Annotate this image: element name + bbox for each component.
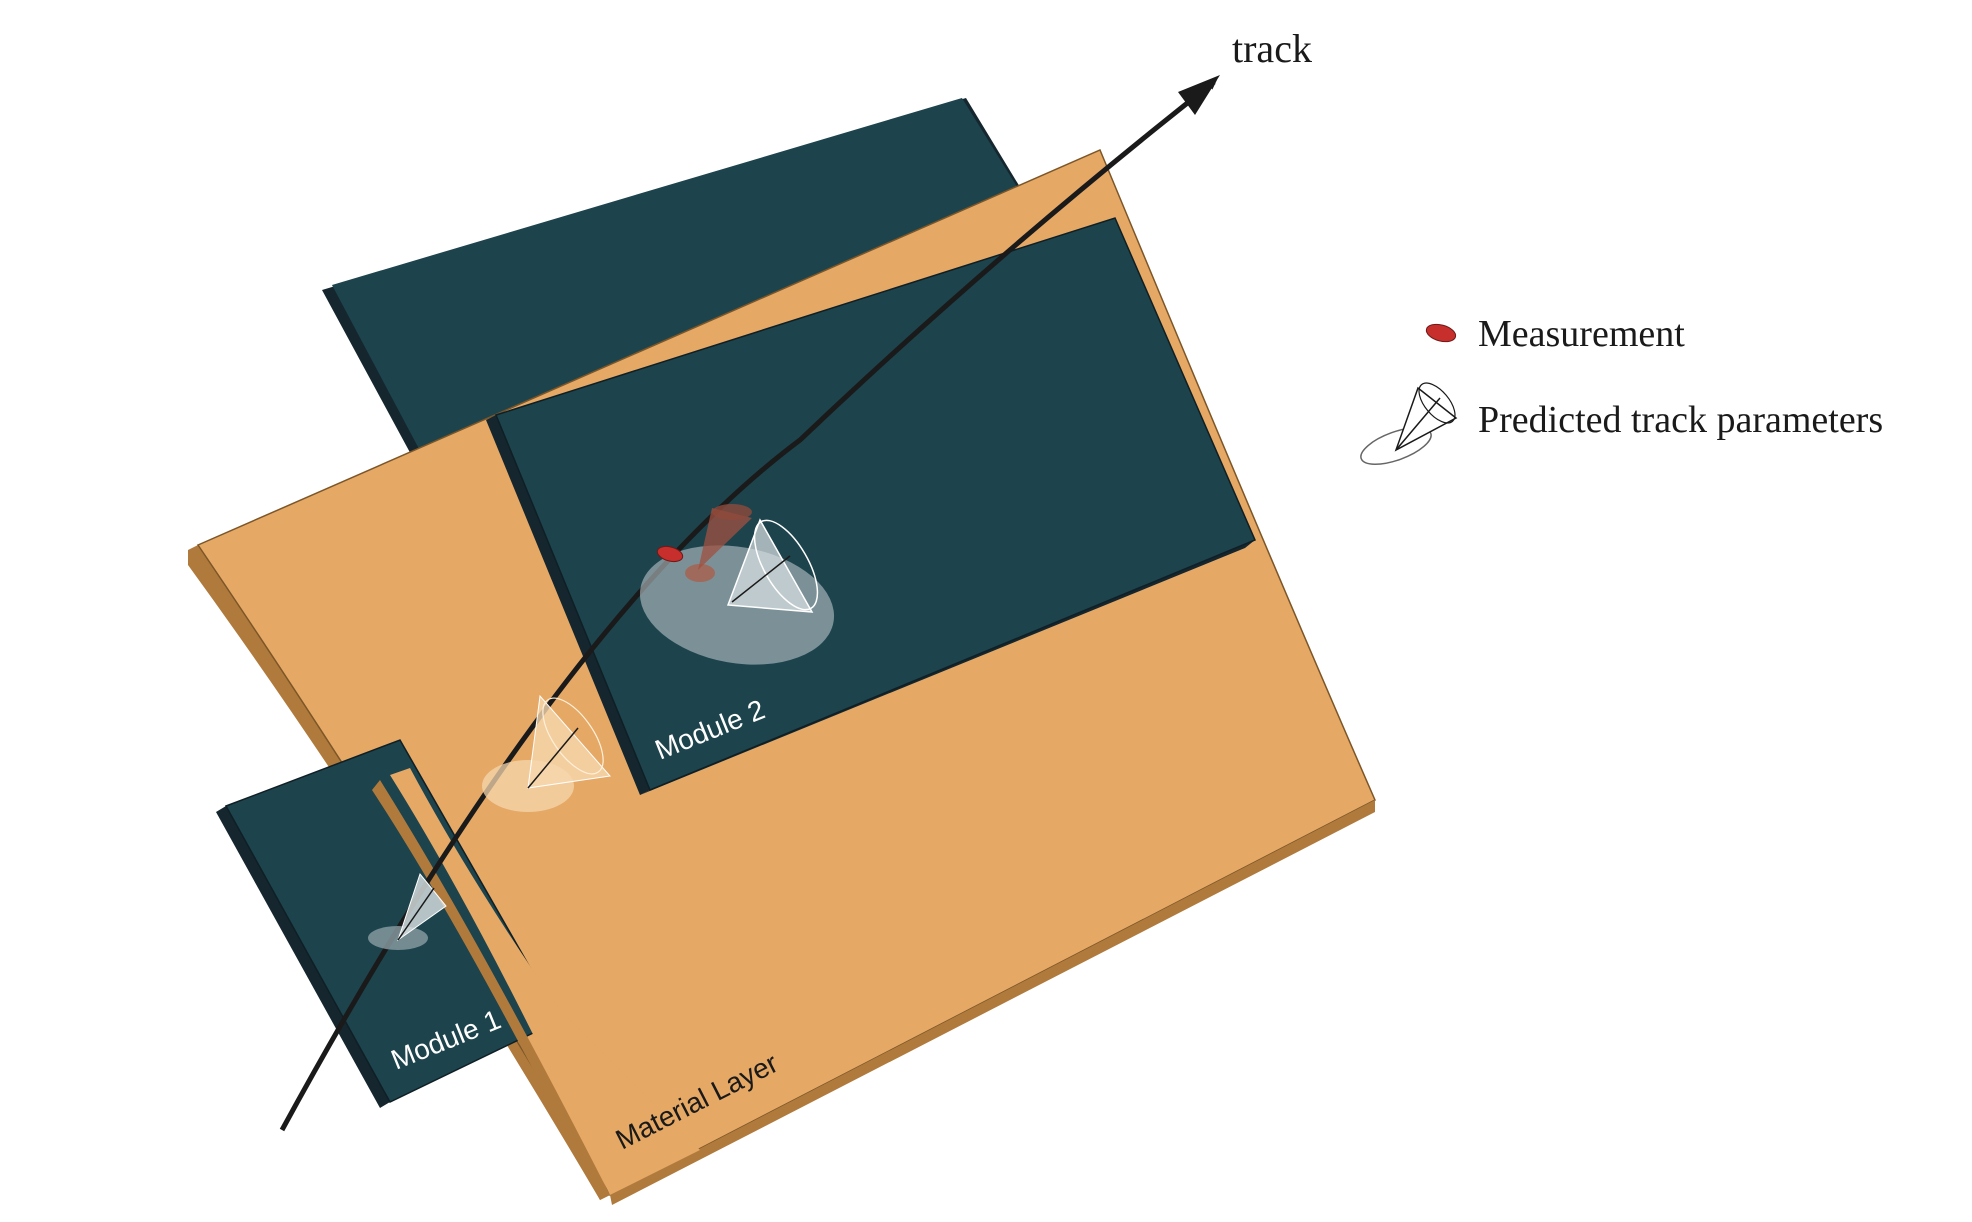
cone-icon xyxy=(1360,382,1458,466)
grey-cone-module-2-icon xyxy=(726,518,819,613)
legend: Measurement Predicted track parameters xyxy=(1360,313,1883,466)
orange-cone-icon xyxy=(482,694,611,812)
track-line xyxy=(279,79,1218,1132)
red-cone-icon xyxy=(698,504,752,570)
measurement-marker xyxy=(656,545,684,563)
material-layer-front-edge xyxy=(372,780,610,1200)
track-arrowhead-icon xyxy=(1178,75,1220,115)
track-label: track xyxy=(1232,26,1312,71)
material-layer-front-face xyxy=(390,768,700,1195)
legend-measurement-label: Measurement xyxy=(1478,313,1685,355)
measurement-marker-shadow xyxy=(685,564,715,582)
legend-predicted-label: Predicted track parameters xyxy=(1478,399,1883,441)
measurement-ellipse-icon xyxy=(1425,323,1457,343)
grey-cone-module-1-icon xyxy=(368,872,447,950)
